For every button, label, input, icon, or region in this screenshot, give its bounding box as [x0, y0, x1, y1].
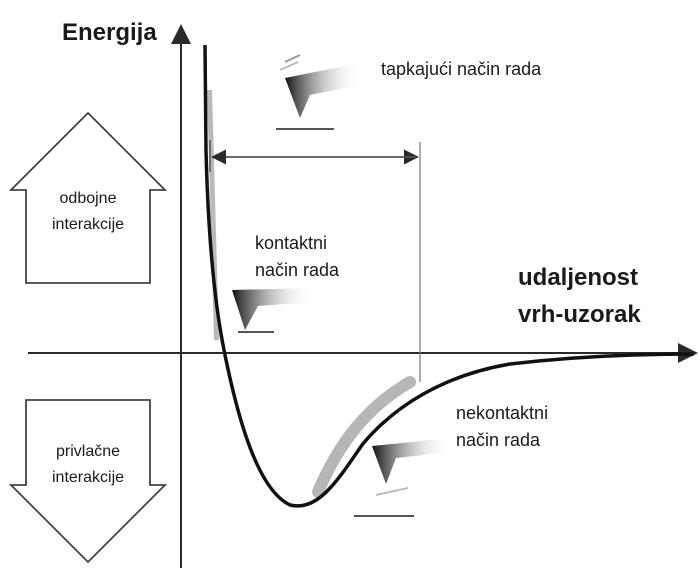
- x-axis-label-line1: udaljenost: [518, 264, 638, 291]
- y-axis-label: Energija: [62, 19, 157, 46]
- repulsive-label-line2: interakcije: [52, 216, 124, 233]
- contact-mode-label-line2: način rada: [255, 260, 340, 280]
- x-axis-label-line2: vrh-uzorak: [518, 301, 641, 328]
- tapping-mode-label: tapkajući način rada: [381, 59, 542, 79]
- tapping-tip-icon: [276, 54, 360, 130]
- attractive-label-line2: interakcije: [52, 469, 124, 486]
- attractive-label-line1: privlačne: [56, 443, 120, 460]
- noncontact-mode-label-line1: nekontaktni: [456, 403, 548, 423]
- noncontact-tip-icon: [354, 438, 450, 517]
- repulsive-arrow: [8, 111, 168, 284]
- repulsive-label-line1: odbojne: [60, 190, 117, 207]
- energy-curve: [203, 44, 695, 508]
- attractive-arrow: [8, 399, 168, 564]
- contact-tip-icon: [232, 288, 312, 333]
- contact-mode-label-line1: kontaktni: [255, 233, 327, 253]
- noncontact-mode-label-line2: način rada: [456, 430, 541, 450]
- noncontact-region-highlight: [312, 376, 416, 498]
